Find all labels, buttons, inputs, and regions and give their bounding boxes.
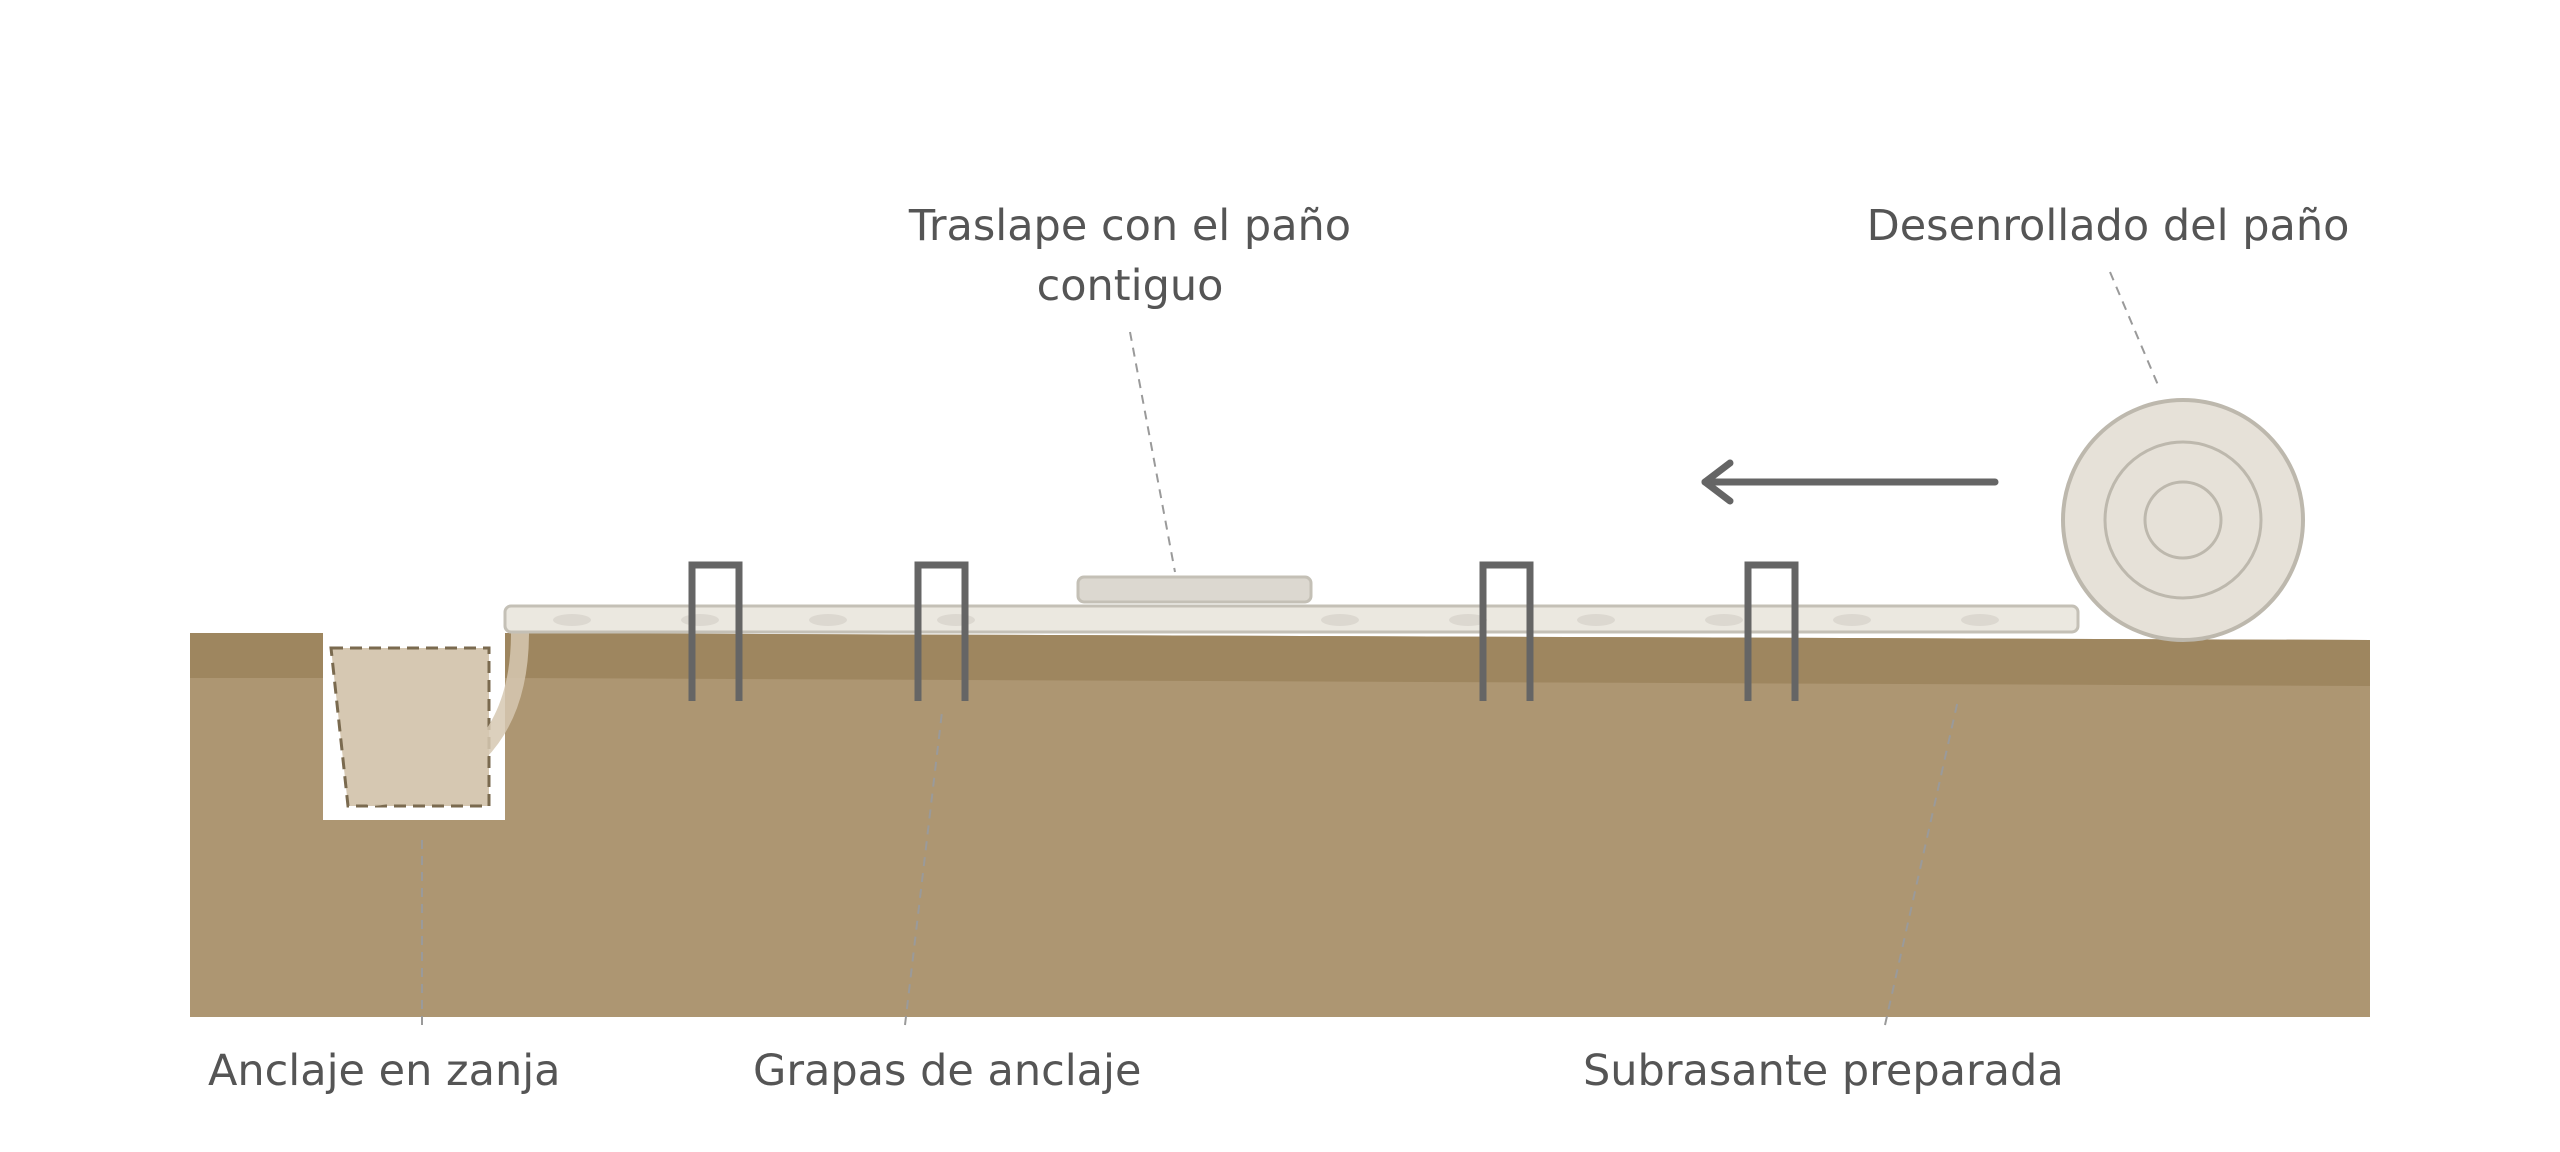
blanket-texture-dot: [1961, 614, 1999, 626]
label-overlap-line2: contiguo: [1037, 261, 1224, 311]
blanket-texture-dot: [1449, 614, 1487, 626]
soil-body: [190, 633, 2370, 1017]
blanket-texture-dot: [809, 614, 847, 626]
roll-middle: [2103, 440, 2263, 600]
leader-unroll: [2109, 271, 2159, 386]
blanket-texture-dot: [937, 614, 975, 626]
u-shaped-staple-icon: [1744, 561, 1799, 701]
label-subgrade: Subrasante preparada: [1583, 1046, 2064, 1096]
blanket-texture-dot: [1321, 614, 1359, 626]
trench-anchor: [323, 624, 529, 820]
u-shaped-staple-icon: [688, 561, 743, 701]
u-shaped-staple-icon: [1479, 561, 1534, 701]
labels: Traslape con el paño contiguo Desenrolla…: [208, 201, 2349, 1096]
anchor-staples: [688, 561, 1799, 701]
overlap-patch: [1076, 575, 1313, 604]
blanket-texture: [553, 614, 1999, 626]
leader-staples: [904, 711, 943, 1026]
u-shaped-staple-icon: [914, 561, 969, 701]
blanket-texture-dot: [681, 614, 719, 626]
label-unroll: Desenrollado del paño: [1867, 201, 2350, 251]
leader-lines: [421, 271, 2159, 1026]
blanket-texture-dot: [1577, 614, 1615, 626]
leader-overlap: [1129, 331, 1176, 573]
arrow-head: [1701, 459, 1734, 505]
leader-subgrade: [1884, 699, 1959, 1026]
blanket-texture-dot: [1705, 614, 1743, 626]
soil-top-band: [190, 633, 2370, 686]
blanket-texture-dot: [1833, 614, 1871, 626]
roll-core: [2143, 480, 2223, 560]
roll-outer: [2061, 398, 2305, 642]
blanket-texture-dot: [553, 614, 591, 626]
trench-blanket: [363, 624, 529, 806]
blanket-strip: [503, 604, 2080, 634]
label-trench-anchor: Anclaje en zanja: [208, 1046, 561, 1096]
rolled-blanket-icon: [2061, 398, 2305, 642]
left-arrow-icon: [1701, 459, 1999, 505]
erosion-blanket: [503, 575, 2080, 634]
label-overlap-line1: Traslape con el paño: [908, 201, 1351, 251]
ground: [190, 633, 2370, 1017]
label-staples: Grapas de anclaje: [753, 1046, 1141, 1096]
